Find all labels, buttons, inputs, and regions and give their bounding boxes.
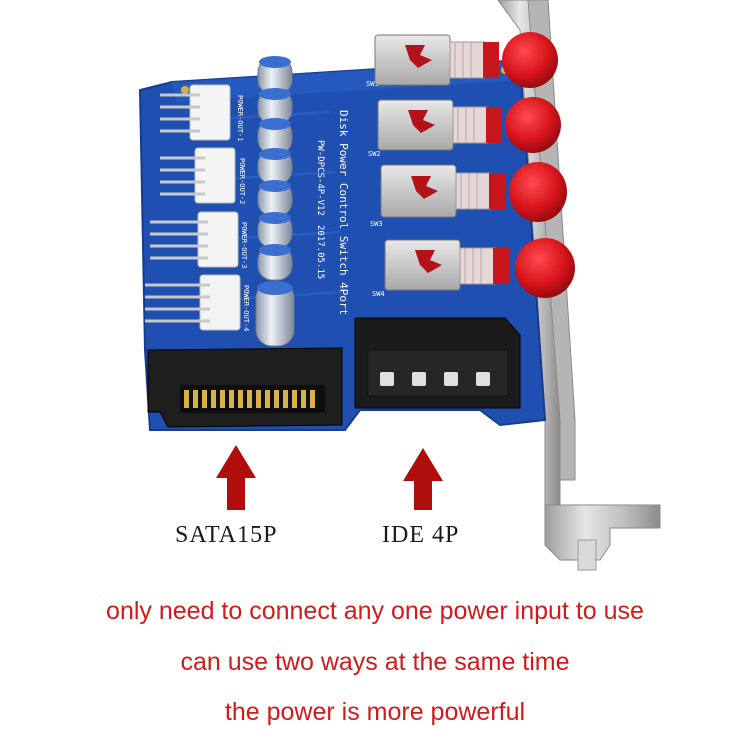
board-title: Disk Power Control Switch 4Port	[337, 110, 350, 315]
output-connectors	[145, 84, 241, 331]
port-label-1: POWER-OUT-1	[236, 95, 244, 141]
up-arrow-icon	[216, 445, 256, 510]
up-arrow-icon	[403, 448, 443, 510]
switch-1	[374, 32, 558, 88]
board-model: PW-DPCS-4P-V12	[315, 140, 325, 216]
output-connector-1	[160, 84, 231, 141]
switch-label-4: SW4	[372, 290, 385, 298]
push-switches	[374, 32, 575, 298]
switch-2	[377, 97, 561, 153]
port-label-2: POWER-OUT-2	[238, 158, 246, 204]
capacitors	[255, 56, 295, 347]
caption-line-1: only need to connect any one power input…	[106, 597, 644, 625]
board-silkscreen: Disk Power Control Switch 4Port PW-DPCS-…	[236, 80, 385, 331]
product-photo: Disk Power Control Switch 4Port PW-DPCS-…	[138, 0, 661, 571]
board-date: 2017.05.15	[315, 225, 325, 279]
port-label-3: POWER-OUT-3	[240, 222, 248, 268]
ide-4p-connector	[354, 317, 521, 409]
output-connector-2	[160, 147, 236, 204]
power-switch-board-illustration: Disk Power Control Switch 4Port PW-DPCS-…	[138, 0, 661, 571]
switch-3	[380, 162, 567, 222]
ide-label: IDE 4P	[382, 522, 460, 548]
port-label-4: POWER-OUT-4	[242, 285, 250, 331]
output-connector-3	[150, 211, 239, 268]
output-connector-4	[145, 274, 241, 331]
sata-label: SATA15P	[175, 522, 278, 548]
sata-15p-connector	[147, 347, 343, 428]
switch-label-1: SW1	[366, 80, 379, 88]
caption-line-3: the power is more powerful	[224, 698, 526, 726]
switch-label-3: SW3	[370, 220, 383, 228]
switch-label-2: SW2	[368, 150, 381, 158]
caption-line-2: can use two ways at the same time	[180, 648, 570, 676]
switch-4	[384, 238, 575, 298]
